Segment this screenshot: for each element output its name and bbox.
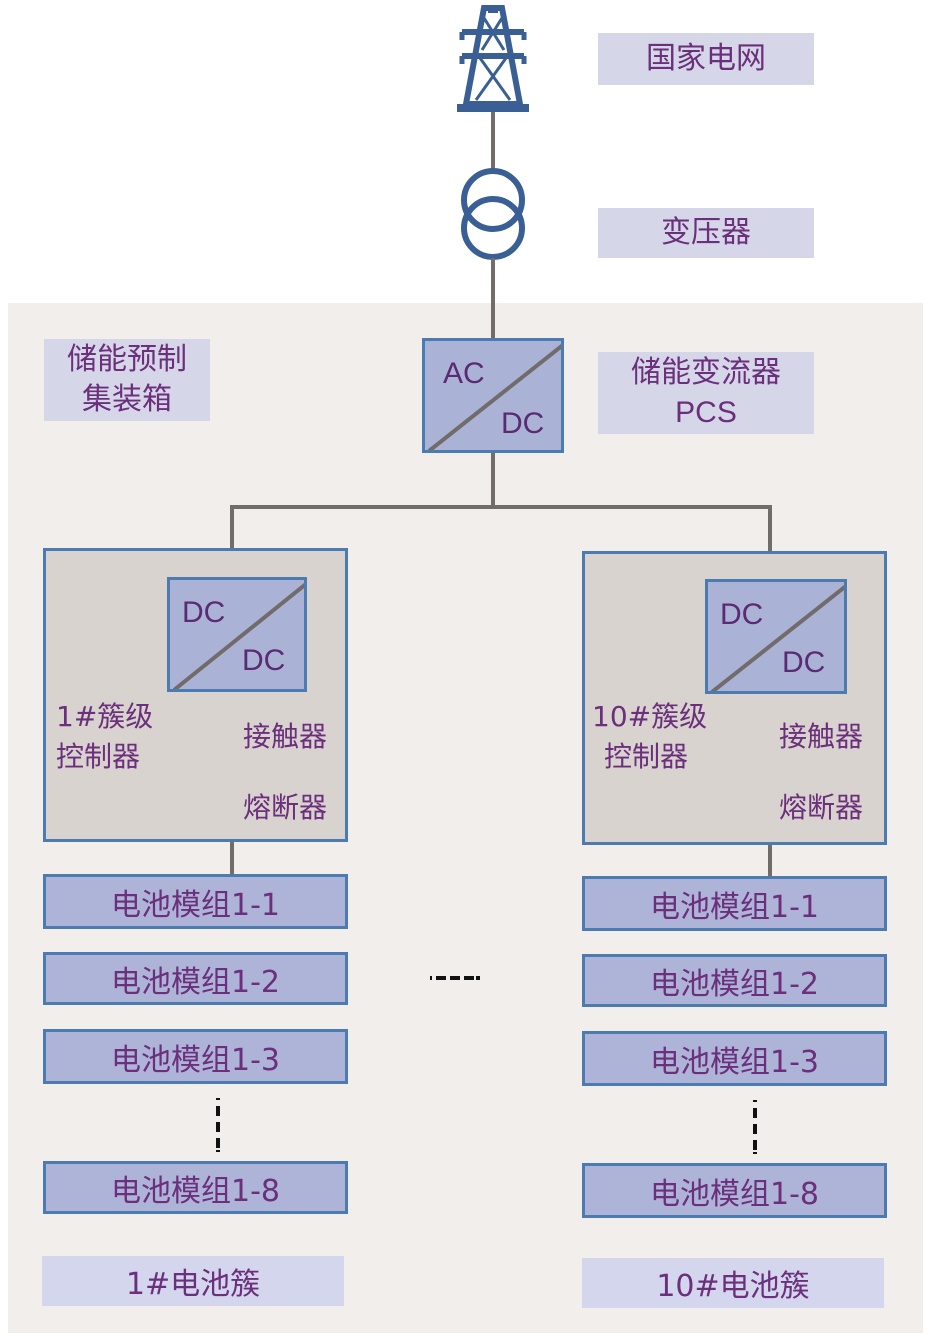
dcdc-top-label: DC [720,598,764,631]
fuse-label: 熔断器 [243,791,328,824]
controller-label-line1: 1#簇级 [56,700,154,733]
pcs-dc-label: DC [501,407,545,440]
pcs-label: 储能变流器 PCS [598,352,814,434]
dcdc-converter-10: DC DC [705,579,847,694]
transmission-tower-icon [457,5,529,112]
cluster-label-1: 1#电池簇 [42,1256,344,1306]
controller-label-10: 10#簇级 控制器 [592,697,707,777]
controller-label-1: 1#簇级 控制器 [56,697,153,777]
battery-module: 电池模组1-8 [43,1161,348,1214]
controller-label-line1: 10#簇级 [592,700,708,733]
container-label-line1: 储能预制 [67,342,187,377]
battery-module: 电池模组1-1 [582,876,887,931]
contactor-label: 接触器 [243,720,328,753]
pcs-label-line2: PCS [675,396,737,429]
container-label: 储能预制 集装箱 [44,339,210,421]
battery-module: 电池模组1-2 [43,952,348,1005]
battery-module: 电池模组1-2 [582,954,887,1007]
transformer-icon [461,168,525,260]
transformer-label: 变压器 [598,208,814,258]
container-label-line2: 集装箱 [82,382,172,417]
fuse-label: 熔断器 [779,791,864,824]
battery-module: 电池模组1-1 [43,874,348,929]
battery-module: 电池模组1-3 [43,1029,348,1084]
cluster-label-10: 10#电池簇 [582,1258,884,1308]
contactor-label: 接触器 [779,720,864,753]
controller-label-line2: 控制器 [604,740,689,773]
battery-module: 电池模组1-3 [582,1031,887,1086]
grid-label: 国家电网 [598,33,814,85]
dc-bus [230,505,772,580]
pcs-label-line1: 储能变流器 [631,355,781,390]
battery-module: 电池模组1-8 [582,1163,887,1218]
dcdc-bottom-label: DC [242,644,286,677]
dcdc-bottom-label: DC [782,646,826,679]
pcs-converter: AC DC [422,338,564,453]
pcs-ac-label: AC [443,357,485,390]
dcdc-converter-1: DC DC [167,577,307,692]
dcdc-top-label: DC [182,596,226,629]
controller-label-line2: 控制器 [56,740,141,773]
